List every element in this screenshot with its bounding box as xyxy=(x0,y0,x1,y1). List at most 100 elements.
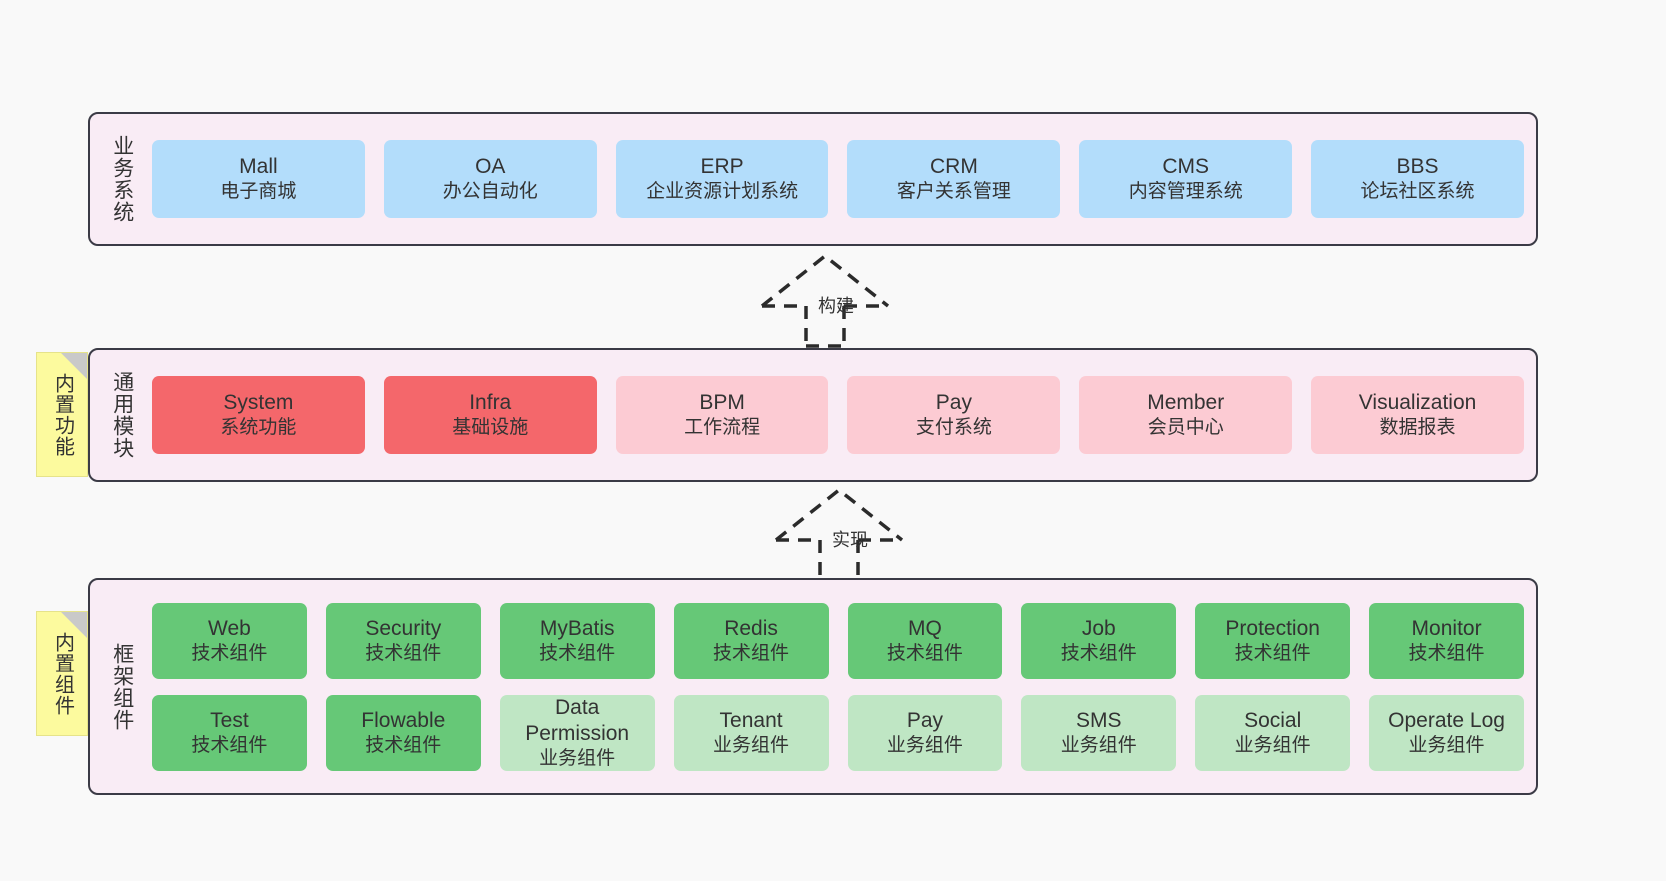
node-subtitle: 基础设施 xyxy=(452,417,529,439)
band-label-common-module: 通用模块 xyxy=(110,371,134,459)
node-social[interactable]: Social 业务组件 xyxy=(1195,694,1351,771)
band-business-system: 业务系统 Mall 电子商城 OA 办公自动化 ERP 企业资源计划系统 CRM… xyxy=(88,112,1538,246)
node-subtitle: 内容管理系统 xyxy=(1128,181,1243,203)
node-title: MyBatis xyxy=(539,616,615,640)
node-title: Pay xyxy=(906,708,944,732)
node-title: CMS xyxy=(1162,155,1210,179)
node-title: Web xyxy=(208,616,251,640)
node-title: BPM xyxy=(699,391,745,415)
note-builtin-features: 内置功能 xyxy=(36,352,88,477)
node-subtitle: 业务组件 xyxy=(1060,734,1137,756)
node-data-permission[interactable]: Data Permission 业务组件 xyxy=(499,694,655,771)
node-subtitle: 数据报表 xyxy=(1379,417,1456,439)
node-bbs[interactable]: BBS 论坛社区系统 xyxy=(1311,140,1524,218)
node-monitor[interactable]: Monitor 技术组件 xyxy=(1369,602,1524,679)
node-subtitle: 业务组件 xyxy=(1234,734,1311,756)
node-test[interactable]: Test 技术组件 xyxy=(152,694,307,771)
node-title: Protection xyxy=(1225,616,1320,640)
node-subtitle: 技术组件 xyxy=(886,642,963,664)
node-subtitle: 支付系统 xyxy=(915,417,992,439)
node-subtitle: 系统功能 xyxy=(220,417,297,439)
connector-build: 构建 xyxy=(740,250,940,360)
node-title: Data Permission xyxy=(525,695,630,745)
node-subtitle: 技术组件 xyxy=(539,642,616,664)
node-title: ERP xyxy=(700,155,744,179)
band-row: System 系统功能 Infra 基础设施 BPM 工作流程 Pay 支付系统… xyxy=(152,376,1524,454)
band-label-business-system: 业务系统 xyxy=(110,135,134,223)
node-mall[interactable]: Mall 电子商城 xyxy=(152,140,365,218)
node-subtitle: 技术组件 xyxy=(1234,642,1311,664)
node-title: Operate Log xyxy=(1388,708,1505,732)
node-oa[interactable]: OA 办公自动化 xyxy=(383,140,597,218)
node-job[interactable]: Job 技术组件 xyxy=(1021,602,1177,679)
node-subtitle: 论坛社区系统 xyxy=(1360,181,1475,203)
node-crm[interactable]: CRM 客户关系管理 xyxy=(847,140,1061,218)
node-bpm[interactable]: BPM 工作流程 xyxy=(615,376,829,454)
node-title: OA xyxy=(475,155,506,179)
node-title: SMS xyxy=(1076,708,1122,732)
connector-label-build: 构建 xyxy=(818,296,854,316)
node-title: Tenant xyxy=(719,708,783,732)
band-row: Mall 电子商城 OA 办公自动化 ERP 企业资源计划系统 CRM 客户关系… xyxy=(152,140,1524,218)
node-title: Social xyxy=(1244,708,1302,732)
node-subtitle: 技术组件 xyxy=(1408,642,1485,664)
band-row: Web 技术组件 Security 技术组件 MyBatis 技术组件 Redi… xyxy=(152,602,1524,679)
node-subtitle: 技术组件 xyxy=(1060,642,1137,664)
node-title: BBS xyxy=(1396,155,1439,179)
band-body-framework-component: Web 技术组件 Security 技术组件 MyBatis 技术组件 Redi… xyxy=(142,590,1524,783)
node-subtitle: 业务组件 xyxy=(886,734,963,756)
node-title: Flowable xyxy=(361,708,446,732)
node-mybatis[interactable]: MyBatis 技术组件 xyxy=(499,602,655,679)
node-subtitle: 客户关系管理 xyxy=(896,181,1011,203)
dashed-generalization-arrow-icon xyxy=(760,253,890,348)
node-title: Job xyxy=(1081,616,1116,640)
node-title: Visualization xyxy=(1358,391,1477,415)
node-erp[interactable]: ERP 企业资源计划系统 xyxy=(615,140,829,218)
node-subtitle: 技术组件 xyxy=(365,642,442,664)
node-subtitle: 技术组件 xyxy=(191,642,268,664)
node-operate-log[interactable]: Operate Log 业务组件 xyxy=(1369,694,1524,771)
band-body-business-system: Mall 电子商城 OA 办公自动化 ERP 企业资源计划系统 CRM 客户关系… xyxy=(142,124,1524,234)
node-title: System xyxy=(223,391,294,415)
node-infra[interactable]: Infra 基础设施 xyxy=(383,376,597,454)
band-row: Test 技术组件 Flowable 技术组件 Data Permission … xyxy=(152,694,1524,771)
node-subtitle: 办公自动化 xyxy=(442,181,538,203)
node-title: Redis xyxy=(724,616,778,640)
node-title: MQ xyxy=(908,616,942,640)
node-title: Security xyxy=(365,616,442,640)
node-subtitle: 企业资源计划系统 xyxy=(646,181,799,203)
node-flowable[interactable]: Flowable 技术组件 xyxy=(325,694,481,771)
node-tenant[interactable]: Tenant 业务组件 xyxy=(673,694,829,771)
node-subtitle: 业务组件 xyxy=(713,734,790,756)
node-title: Monitor xyxy=(1411,616,1482,640)
node-pay-business[interactable]: Pay 业务组件 xyxy=(847,694,1003,771)
node-security[interactable]: Security 技术组件 xyxy=(325,602,481,679)
node-subtitle: 工作流程 xyxy=(684,417,761,439)
node-web[interactable]: Web 技术组件 xyxy=(152,602,307,679)
band-framework-component: 框架组件 Web 技术组件 Security 技术组件 MyBatis 技术组件… xyxy=(88,578,1538,795)
node-subtitle: 会员中心 xyxy=(1147,417,1224,439)
node-title: Test xyxy=(210,708,249,732)
node-protection[interactable]: Protection 技术组件 xyxy=(1195,602,1351,679)
band-common-module: 通用模块 System 系统功能 Infra 基础设施 BPM 工作流程 Pay… xyxy=(88,348,1538,482)
node-title: Mall xyxy=(239,155,278,179)
node-subtitle: 技术组件 xyxy=(365,734,442,756)
node-visualization[interactable]: Visualization 数据报表 xyxy=(1311,376,1524,454)
band-body-common-module: System 系统功能 Infra 基础设施 BPM 工作流程 Pay 支付系统… xyxy=(142,360,1524,470)
node-sms[interactable]: SMS 业务组件 xyxy=(1021,694,1177,771)
connector-implement: 实现 xyxy=(754,484,954,594)
node-subtitle: 业务组件 xyxy=(1408,734,1485,756)
node-subtitle: 业务组件 xyxy=(539,747,616,769)
node-subtitle: 技术组件 xyxy=(713,642,790,664)
node-redis[interactable]: Redis 技术组件 xyxy=(673,602,829,679)
node-system[interactable]: System 系统功能 xyxy=(152,376,365,454)
node-pay[interactable]: Pay 支付系统 xyxy=(847,376,1061,454)
node-title: Member xyxy=(1147,391,1225,415)
node-mq[interactable]: MQ 技术组件 xyxy=(847,602,1003,679)
node-member[interactable]: Member 会员中心 xyxy=(1079,376,1293,454)
node-subtitle: 电子商城 xyxy=(220,181,297,203)
node-subtitle: 技术组件 xyxy=(191,734,268,756)
node-cms[interactable]: CMS 内容管理系统 xyxy=(1079,140,1293,218)
band-label-framework-component: 框架组件 xyxy=(110,642,134,731)
